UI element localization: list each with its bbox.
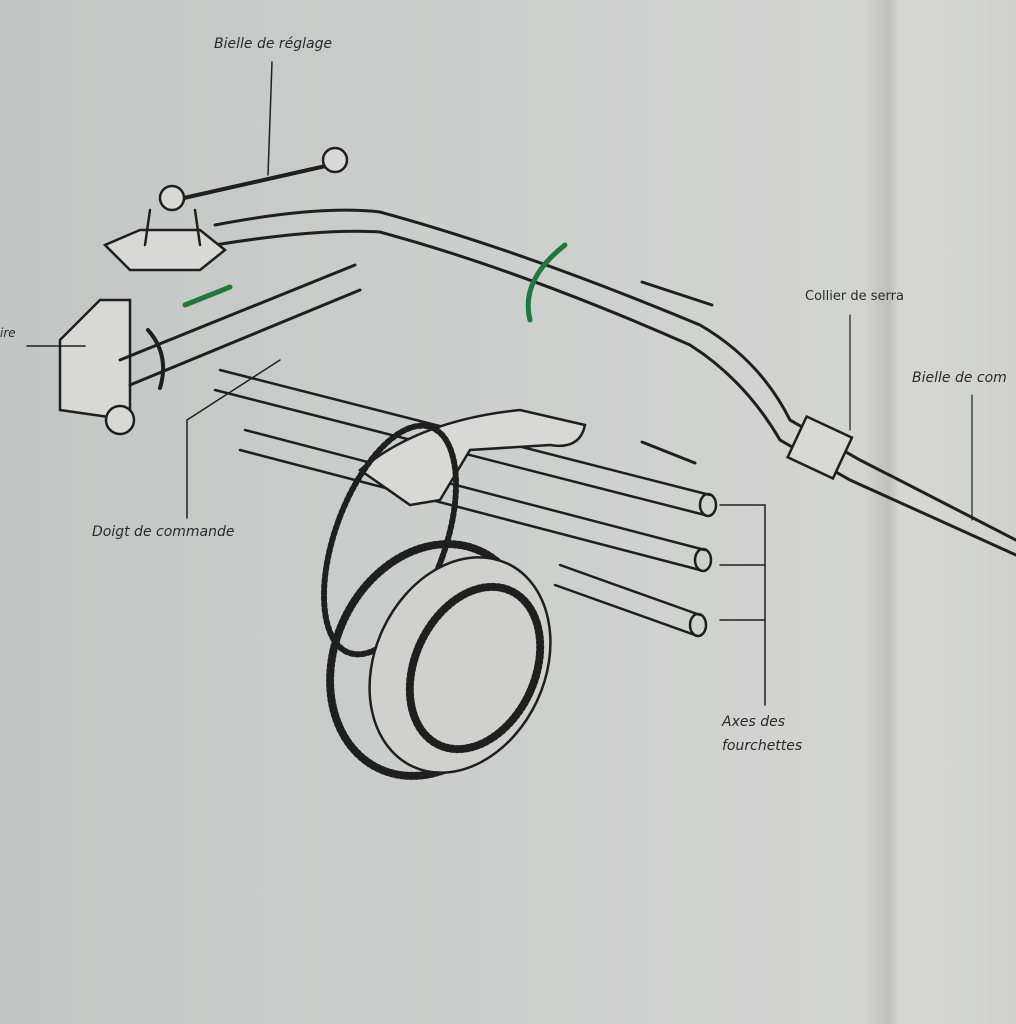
green-arrows (182, 242, 568, 323)
label-left-cut: ire (0, 326, 16, 340)
label-fork-axes-1: Axes des (722, 714, 786, 730)
clamp-collar (785, 414, 854, 481)
label-adjust-rod: Bielle de réglage (214, 36, 333, 52)
synchro-gear (321, 422, 552, 780)
slide-arrow-icon (640, 280, 714, 465)
axes-leader (719, 504, 766, 706)
control-rod (213, 208, 1016, 542)
bracket (58, 298, 132, 422)
label-control-finger: Doigt de commande (92, 524, 235, 540)
label-clamp-collar: Collier de serra (805, 289, 904, 304)
finger-leader (186, 359, 281, 519)
lever-housing (102, 228, 228, 272)
adjust-leader (267, 61, 273, 176)
rotate-arrow-icon (146, 328, 166, 390)
label-control-rod: Bielle de com (912, 370, 1007, 386)
shift-fork (357, 408, 587, 507)
selector-shaft (118, 263, 362, 387)
label-fork-axes-2: fourchettes (722, 738, 803, 754)
adjust-rod (173, 163, 332, 202)
control-rod-lower (213, 229, 1016, 557)
